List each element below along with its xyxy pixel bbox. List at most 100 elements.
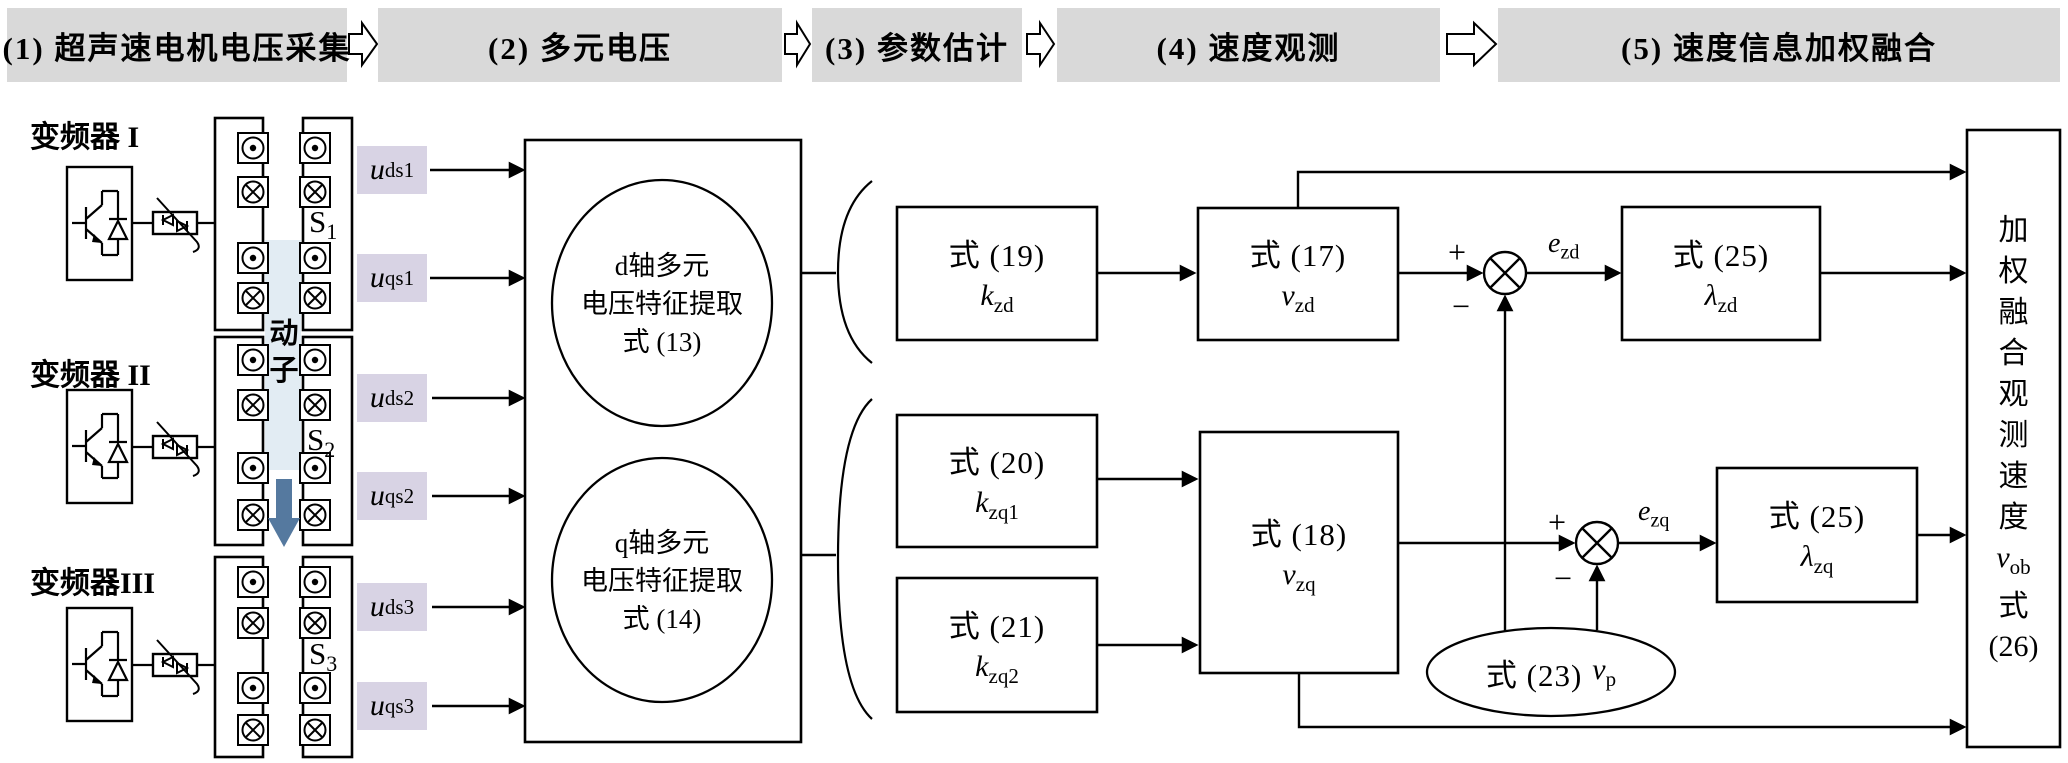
banner-step-4-label: (4) 速度观测 bbox=[1156, 30, 1341, 66]
eq23-ellipse bbox=[1425, 626, 1677, 718]
stator-label-s3-base: S bbox=[309, 636, 327, 671]
uqs2-base: u bbox=[369, 479, 385, 512]
group-brace bbox=[836, 180, 873, 720]
uqs3-base: u bbox=[369, 689, 385, 722]
eq25q-text: 式 (25) λzq bbox=[1717, 468, 1917, 602]
inverter-label-1: 变频器 I bbox=[30, 121, 140, 154]
uds2-base: u bbox=[369, 381, 385, 414]
eq23-title: 式 (23) bbox=[1485, 657, 1583, 693]
eq19-box bbox=[895, 205, 1099, 342]
banner-step-2-label: (2) 多元电压 bbox=[488, 30, 672, 66]
eq17-symbol: vzd bbox=[1281, 279, 1314, 318]
stator-label-s1: S1 bbox=[309, 204, 337, 245]
uqs2-sub: qs2 bbox=[384, 483, 415, 508]
q-ellipse-line2: 电压特征提取 bbox=[581, 566, 743, 596]
q-axis-ellipse bbox=[550, 456, 774, 704]
minus-sign-2: − bbox=[1554, 560, 1573, 596]
inverter-label-2: 变频器 II bbox=[30, 359, 151, 392]
eq23-text: 式 (23) vp bbox=[1431, 652, 1671, 693]
eq25q-title: 式 (25) bbox=[1768, 499, 1866, 534]
banner-step-3: (3) 参数估计 bbox=[812, 8, 1022, 82]
uqs1-sub: qs1 bbox=[384, 265, 415, 290]
minus-sign-1: − bbox=[1452, 288, 1471, 324]
uds2-sub: ds2 bbox=[384, 385, 415, 410]
q-axis-ellipse-text: q轴多元 电压特征提取 式 (14) bbox=[552, 522, 772, 640]
banner-step-4: (4) 速度观测 bbox=[1057, 8, 1440, 82]
d-axis-ellipse-text: d轴多元 电压特征提取 式 (13) bbox=[552, 245, 772, 363]
mover-strip bbox=[265, 240, 301, 470]
d-axis-ellipse bbox=[550, 178, 774, 428]
fusion-vertical-text: 加权融合观测速度 bbox=[1998, 214, 2029, 534]
q-ellipse-line1: q轴多元 bbox=[614, 528, 710, 558]
fusion-box-text: 加权融合观测速度 vob 式 (26) bbox=[1967, 130, 2060, 747]
eq25q-base: λ bbox=[1800, 540, 1814, 573]
banner-step-5: (5) 速度信息加权融合 bbox=[1498, 8, 2060, 82]
eq19-text: 式 (19) kzd bbox=[897, 207, 1097, 340]
ellipse-outlines bbox=[550, 178, 1677, 718]
banner-step-5-label: (5) 速度信息加权融合 bbox=[1621, 30, 1937, 66]
eq18-symbol: vzq bbox=[1282, 558, 1315, 597]
stator-label-s2-base: S bbox=[307, 422, 325, 457]
fusion-eq-word: 式 bbox=[1998, 590, 2029, 623]
ezq-base: e bbox=[1638, 496, 1651, 527]
inverter-wires bbox=[132, 221, 215, 667]
ezd-sub: zd bbox=[1560, 241, 1580, 264]
q-ellipse-line3: 式 (14) bbox=[622, 604, 702, 634]
banner-step-2: (2) 多元电压 bbox=[378, 8, 782, 82]
eq23-symbol: vp bbox=[1592, 653, 1616, 692]
eq25d-symbol: λzd bbox=[1705, 279, 1738, 318]
eq19-title: 式 (19) bbox=[948, 237, 1046, 273]
eq17-sub: zd bbox=[1294, 293, 1315, 317]
fusion-vob: vob bbox=[1996, 538, 2030, 587]
eq20-title: 式 (20) bbox=[948, 445, 1046, 480]
eq21-base: k bbox=[975, 650, 989, 683]
inverter-label-3: 变频器III bbox=[30, 567, 156, 600]
banner-step-3-label: (3) 参数估计 bbox=[825, 30, 1009, 66]
eq19-base: k bbox=[980, 278, 994, 312]
connectors bbox=[430, 161, 1967, 736]
uds1-base: u bbox=[369, 153, 385, 186]
stator-label-s1-sub: 1 bbox=[326, 219, 338, 245]
error-label-ezq: ezq bbox=[1638, 496, 1669, 533]
mover-direction-arrow-icon bbox=[268, 479, 300, 547]
eq25q-symbol: λzq bbox=[1801, 540, 1834, 579]
eq19-symbol: kzd bbox=[980, 279, 1013, 318]
eq20-box bbox=[895, 413, 1099, 549]
eq21-box bbox=[895, 576, 1099, 714]
eq20-text: 式 (20) kzq1 bbox=[897, 415, 1097, 547]
eq23-sub: p bbox=[1605, 666, 1617, 691]
eq21-title: 式 (21) bbox=[948, 609, 1046, 644]
uds1-sub: ds1 bbox=[384, 157, 415, 182]
uqs1-base: u bbox=[369, 261, 385, 294]
d-ellipse-line3: 式 (13) bbox=[622, 327, 702, 357]
eq18-sub: zq bbox=[1295, 571, 1316, 596]
uds3-sub: ds3 bbox=[384, 594, 415, 619]
stator-label-s1-base: S bbox=[309, 204, 327, 239]
eq21-sub: zq2 bbox=[988, 664, 1019, 688]
d-ellipse-line1: d轴多元 bbox=[614, 251, 710, 281]
eq20-symbol: kzq1 bbox=[975, 486, 1019, 525]
fusion-vob-sub: ob bbox=[2009, 555, 2031, 579]
eq20-base: k bbox=[975, 486, 989, 519]
stator-label-s2: S2 bbox=[307, 422, 335, 463]
stator-label-s3-sub: 3 bbox=[326, 651, 338, 677]
banner-step-1: (1) 超声速电机电压采集 bbox=[3, 8, 349, 82]
eq23-base: v bbox=[1592, 652, 1606, 686]
fusion-vob-base: v bbox=[1996, 541, 2010, 574]
eq21-symbol: kzq2 bbox=[975, 650, 1019, 689]
eq18-title: 式 (18) bbox=[1250, 516, 1348, 552]
eq25d-box bbox=[1620, 205, 1822, 342]
eq21-text: 式 (21) kzq2 bbox=[897, 578, 1097, 712]
eq18-text: 式 (18) vzq bbox=[1200, 432, 1398, 673]
eq25d-base: λ bbox=[1704, 278, 1718, 312]
d-ellipse-line2: 电压特征提取 bbox=[581, 289, 743, 319]
uqs3-sub: qs3 bbox=[384, 693, 415, 718]
error-label-ezd: ezd bbox=[1548, 228, 1579, 265]
